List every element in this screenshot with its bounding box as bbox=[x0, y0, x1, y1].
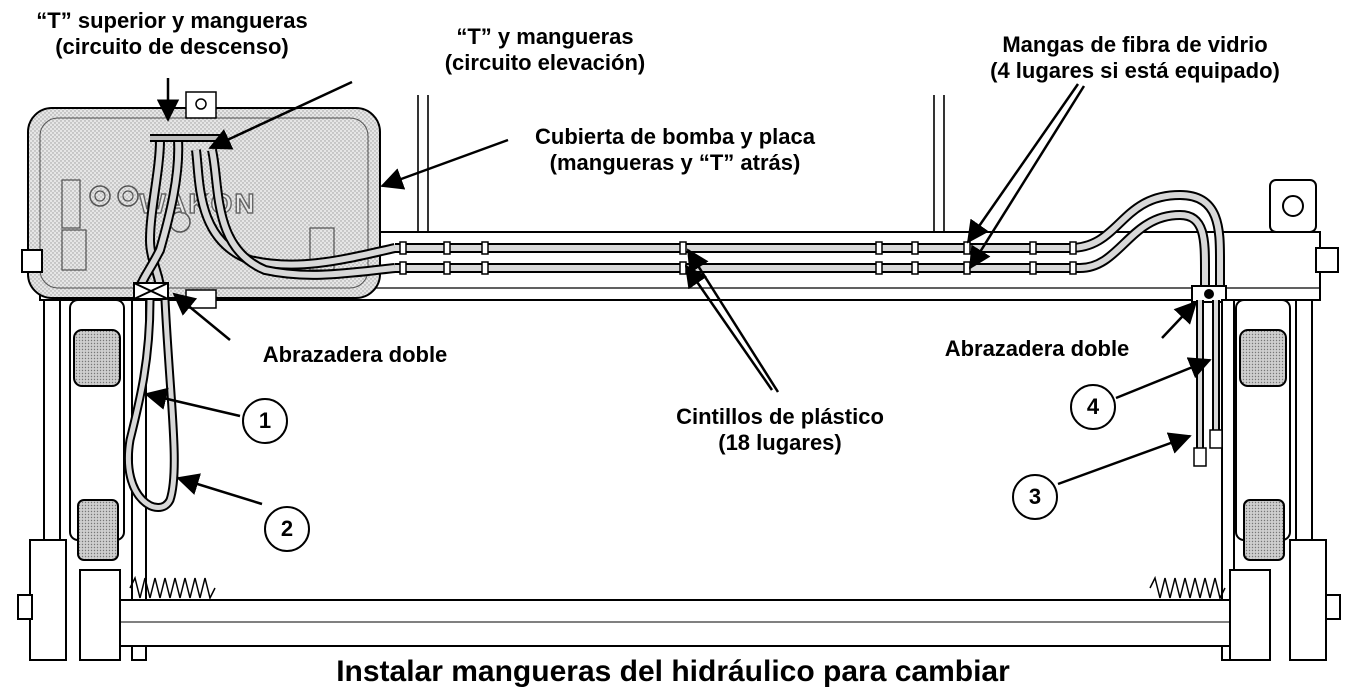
label-tee-superior: “T” superior y mangueras (circuito de de… bbox=[4, 8, 340, 60]
callout-2: 2 bbox=[264, 506, 310, 552]
arrow-abrazadera-right bbox=[1161, 300, 1198, 339]
left-end-bracket bbox=[21, 249, 43, 273]
arrow-cubierta bbox=[380, 138, 509, 190]
leader-arrows bbox=[144, 78, 1212, 506]
pump-hoses bbox=[135, 134, 397, 291]
springs bbox=[129, 575, 1226, 601]
label-cintillos-line2: (18 lugares) bbox=[718, 430, 842, 455]
label-mangas-line1: Mangas de fibra de vidrio bbox=[1002, 32, 1268, 57]
label-cubierta-line2: (mangueras y “T” atrás) bbox=[549, 150, 801, 175]
arrow-cintillos-1 bbox=[684, 264, 774, 391]
double-clamp-right bbox=[1191, 285, 1227, 303]
label-tee-superior-line1: “T” superior y mangueras bbox=[36, 8, 308, 33]
label-abrazadera-right: Abrazadera doble bbox=[912, 336, 1162, 362]
callout-1: 1 bbox=[242, 398, 288, 444]
arrow-callout-3 bbox=[1057, 432, 1192, 486]
tie-straps bbox=[399, 241, 1077, 275]
beam-hoses bbox=[395, 189, 1225, 300]
arrow-callout-2 bbox=[176, 473, 263, 506]
arrow-callout-4 bbox=[1115, 357, 1212, 400]
label-mangas: Mangas de fibra de vidrio (4 lugares si … bbox=[940, 32, 1330, 84]
label-cintillos-line1: Cintillos de plástico bbox=[676, 404, 884, 429]
double-clamp-left bbox=[133, 282, 169, 300]
lower-brackets bbox=[17, 539, 1341, 661]
figure-caption: Instalar mangueras del hidráulico para c… bbox=[336, 655, 1010, 688]
callout-3: 3 bbox=[1012, 474, 1058, 520]
arrow-callout-1 bbox=[144, 387, 241, 418]
arrow-cintillos-2 bbox=[686, 248, 780, 393]
label-tee-superior-line2: (circuito de descenso) bbox=[55, 34, 289, 59]
label-tee-mangueras-line1: “T” y mangueras bbox=[456, 24, 634, 49]
label-mangas-line2: (4 lugares si está equipado) bbox=[990, 58, 1280, 83]
arrow-mangas-1 bbox=[966, 83, 1080, 244]
lower-crossbar bbox=[119, 599, 1231, 647]
label-abrazadera-left-text: Abrazadera doble bbox=[262, 342, 448, 367]
label-tee-mangueras-line2: (circuito elevación) bbox=[444, 50, 646, 75]
arrow-tee-mangueras bbox=[208, 80, 353, 150]
arrow-mangas-2 bbox=[968, 85, 1086, 270]
label-cintillos: Cintillos de plástico (18 lugares) bbox=[630, 404, 930, 456]
label-cubierta: Cubierta de bomba y placa (mangueras y “… bbox=[500, 124, 850, 176]
left-drop-hoses bbox=[123, 299, 179, 512]
label-cubierta-line1: Cubierta de bomba y placa bbox=[535, 124, 815, 149]
label-abrazadera-right-text: Abrazadera doble bbox=[944, 336, 1130, 361]
arrow-abrazadera-left bbox=[172, 292, 231, 341]
callout-4: 4 bbox=[1070, 384, 1116, 430]
label-tee-mangueras: “T” y mangueras (circuito elevación) bbox=[420, 24, 670, 76]
right-end-bracket bbox=[1269, 179, 1339, 273]
label-abrazadera-left: Abrazadera doble bbox=[230, 342, 480, 368]
right-drop-hoses bbox=[1193, 300, 1223, 467]
